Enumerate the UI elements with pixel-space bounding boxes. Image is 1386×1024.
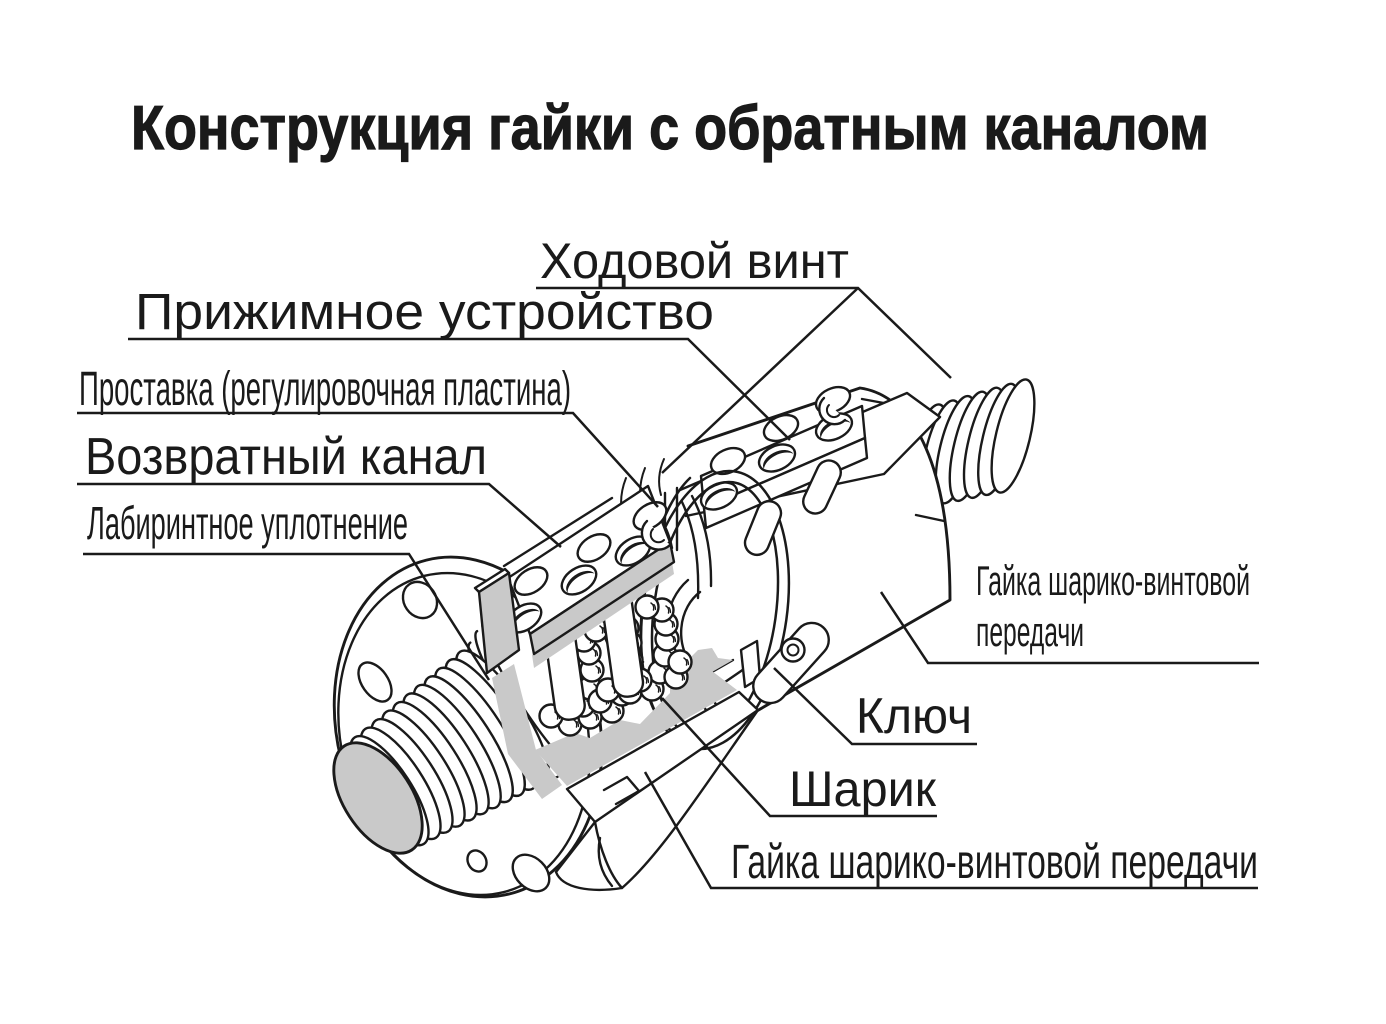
svg-text:Возвратный канал: Возвратный канал <box>85 428 487 486</box>
svg-text:Ключ: Ключ <box>856 688 972 744</box>
svg-text:Гайка шарико-винтовой: Гайка шарико-винтовой <box>976 557 1250 604</box>
svg-text:Прижимное устройство: Прижимное устройство <box>135 283 714 340</box>
svg-text:Конструкция гайки с обратным к: Конструкция гайки с обратным каналом <box>131 94 1209 163</box>
svg-text:Проставка (регулировочная плас: Проставка (регулировочная пластина) <box>79 363 571 416</box>
svg-text:Ходовой винт: Ходовой винт <box>540 233 849 289</box>
svg-text:Гайка шарико-винтовой передачи: Гайка шарико-винтовой передачи <box>731 836 1258 889</box>
svg-text:передачи: передачи <box>976 608 1084 655</box>
svg-text:Шарик: Шарик <box>789 761 937 817</box>
svg-text:Лабиринтное уплотнение: Лабиринтное уплотнение <box>87 497 408 549</box>
